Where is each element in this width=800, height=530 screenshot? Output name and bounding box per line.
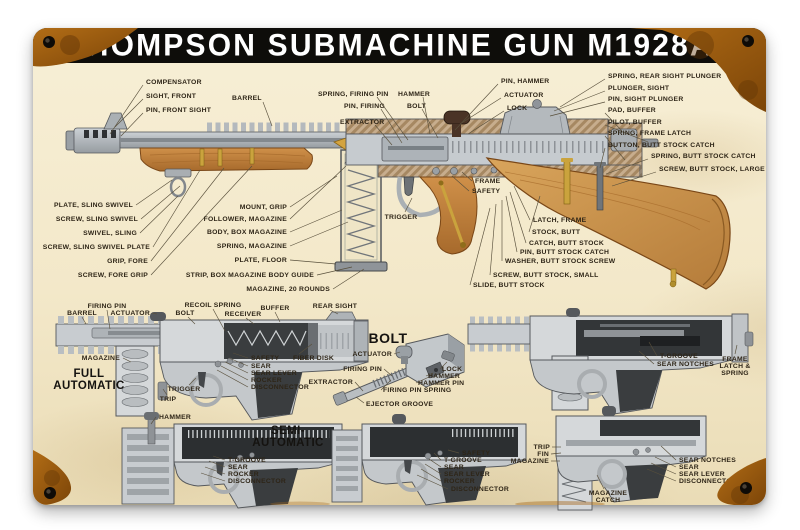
tin-sign: THOMPSON SUBMACHINE GUN M1928A1 — [33, 28, 766, 505]
sign-title: THOMPSON SUBMACHINE GUN M1928A1 — [66, 27, 733, 63]
title-banner: THOMPSON SUBMACHINE GUN M1928A1 — [33, 28, 766, 63]
